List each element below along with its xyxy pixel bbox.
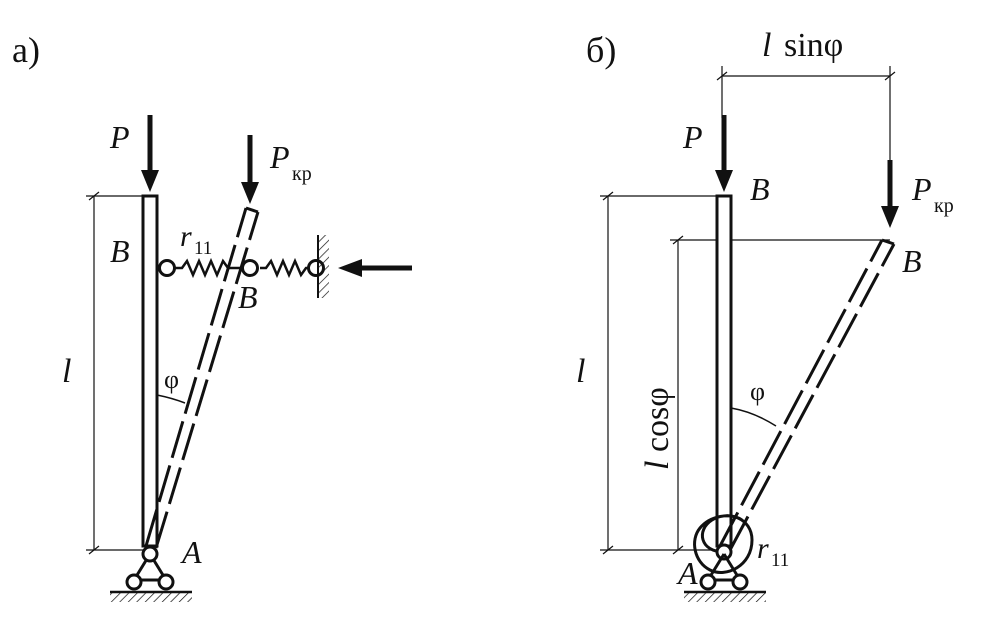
support-label-b: A — [676, 555, 698, 591]
length-label: l — [62, 353, 71, 390]
load-p-label-b: P — [682, 119, 703, 155]
horizontal-force-arrow — [338, 259, 412, 277]
angle-arc — [156, 394, 186, 404]
spring-label: r — [180, 220, 192, 253]
angle-label-b: φ — [750, 377, 765, 406]
load-p-arrow-b — [715, 115, 733, 192]
cos-dimension-label: l cosφ — [639, 387, 676, 470]
column-original-b — [715, 194, 733, 548]
length-label-b: l — [576, 353, 585, 390]
length-dimension-b — [600, 191, 717, 555]
column-original — [141, 194, 159, 548]
spring-hinge-mid — [241, 259, 259, 277]
angle-arc-b — [730, 407, 777, 427]
top-label-displaced: B — [238, 279, 258, 315]
panel-b: б) l sinφ P B P кр — [576, 27, 954, 602]
load-p-arrow — [141, 115, 159, 192]
spring-label-subscript-b: 11 — [771, 550, 789, 571]
pinned-support-b — [684, 553, 766, 602]
spring-label-subscript: 11 — [194, 238, 212, 259]
top-label: B — [110, 233, 130, 269]
sin-dimension — [716, 66, 896, 160]
critical-load-label-b: P — [911, 171, 932, 207]
support-label: A — [180, 534, 202, 570]
top-label-displaced-b: B — [902, 243, 922, 279]
panel-b-tag: б) — [586, 30, 616, 70]
critical-load-arrow-b — [881, 160, 899, 228]
critical-load-label: P — [269, 139, 290, 175]
load-p-label: P — [109, 119, 130, 155]
sin-dimension-fn: sinφ — [784, 27, 843, 64]
spring-hinge-left — [158, 259, 176, 277]
angle-label: φ — [164, 365, 179, 394]
critical-load-subscript: кр — [292, 163, 312, 185]
panel-a-tag: а) — [12, 30, 40, 70]
length-dimension — [86, 191, 143, 555]
panel-a: а) P P кр l B B — [12, 30, 412, 602]
column-displaced-b — [718, 239, 896, 551]
pinned-support — [110, 545, 192, 602]
wall-hatch — [319, 235, 329, 298]
spring-hinge-b — [715, 543, 733, 561]
spring-r11 — [175, 257, 308, 279]
critical-load-subscript-b: кр — [934, 195, 954, 217]
critical-load-arrow — [241, 135, 259, 204]
top-label-b: B — [750, 171, 770, 207]
cos-dimension — [670, 235, 890, 555]
rotational-spring — [693, 514, 754, 574]
column-displaced — [144, 207, 260, 549]
sin-dimension-symbol: l — [762, 27, 771, 64]
spring-label-b: r — [757, 532, 769, 565]
